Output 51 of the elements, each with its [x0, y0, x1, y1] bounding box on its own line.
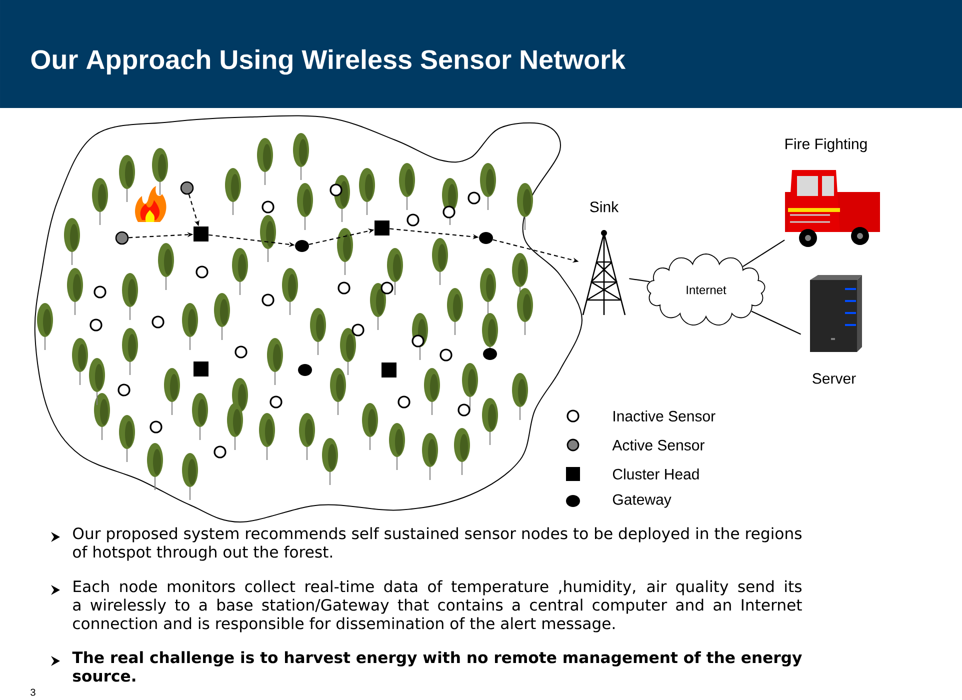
gateway	[483, 348, 497, 360]
inactive-sensor	[270, 396, 282, 408]
inactive-sensor	[442, 206, 456, 218]
inactive-sensor	[90, 318, 102, 332]
inactive-sensor	[468, 192, 480, 204]
inactive-sensor	[214, 446, 226, 458]
inactive-sensor	[406, 214, 420, 226]
gateway	[298, 364, 312, 376]
sink-tower: Sink	[582, 201, 626, 316]
legend-label: Gateway	[612, 494, 672, 508]
fire-truck: Fire Fighting	[785, 138, 880, 247]
active-sensor	[180, 181, 194, 195]
cluster-head	[374, 220, 390, 236]
inactive-sensor	[398, 396, 410, 408]
connector-line	[742, 240, 785, 268]
connector-line	[629, 278, 650, 282]
bullet-text: The real challenge is to harvest energy with no remote management of the energy source.	[72, 651, 802, 682]
server: Server	[810, 275, 862, 384]
inactive-sensor	[262, 294, 274, 306]
inactive-sensor	[234, 346, 248, 358]
inactive-sensor	[352, 324, 364, 336]
legend-label: Inactive Sensor	[614, 410, 716, 422]
title: Our Approach Using Wireless Sensor Network	[31, 49, 626, 75]
node-label: Server	[812, 373, 856, 384]
inactive-sensor	[150, 420, 162, 434]
node-label: Sink	[590, 201, 619, 212]
inactive-sensor	[196, 266, 208, 278]
cluster-head	[194, 362, 208, 376]
legend-label: Active Sensor	[612, 439, 704, 450]
legend-label: Cluster Head	[612, 468, 699, 480]
inactive-sensor	[330, 184, 342, 196]
inactive-sensor	[440, 348, 452, 362]
active-sensor	[115, 231, 129, 245]
inactive-sensor	[152, 316, 164, 328]
inactive-sensor	[458, 404, 470, 416]
connector-line	[751, 310, 802, 335]
bullet-text: Each node monitors collect real-time data of temperature ,humidity, air quality send its a wirelessly to a base station/Gateway that contains a central computer and an Internet connection and is responsible for dissemination of the alert message.	[73, 580, 802, 632]
bullet-text: Our proposed system recommends self sustained sensor nodes to be deployed in the regions of hotspot through out the forest.	[73, 527, 802, 561]
inactive-sensor	[262, 200, 274, 214]
inactive-sensor	[338, 282, 350, 294]
cluster-head	[194, 226, 208, 242]
inactive-sensor	[380, 282, 394, 294]
page-number: 3	[30, 688, 36, 696]
internet-cloud: Internet	[646, 254, 766, 326]
gateway	[295, 240, 309, 252]
cluster-head	[382, 362, 396, 378]
gateway	[479, 232, 493, 244]
inactive-sensor	[412, 334, 424, 348]
inactive-sensor	[94, 286, 106, 298]
node-label: Fire Fighting	[786, 138, 867, 152]
inactive-sensor	[118, 384, 130, 396]
